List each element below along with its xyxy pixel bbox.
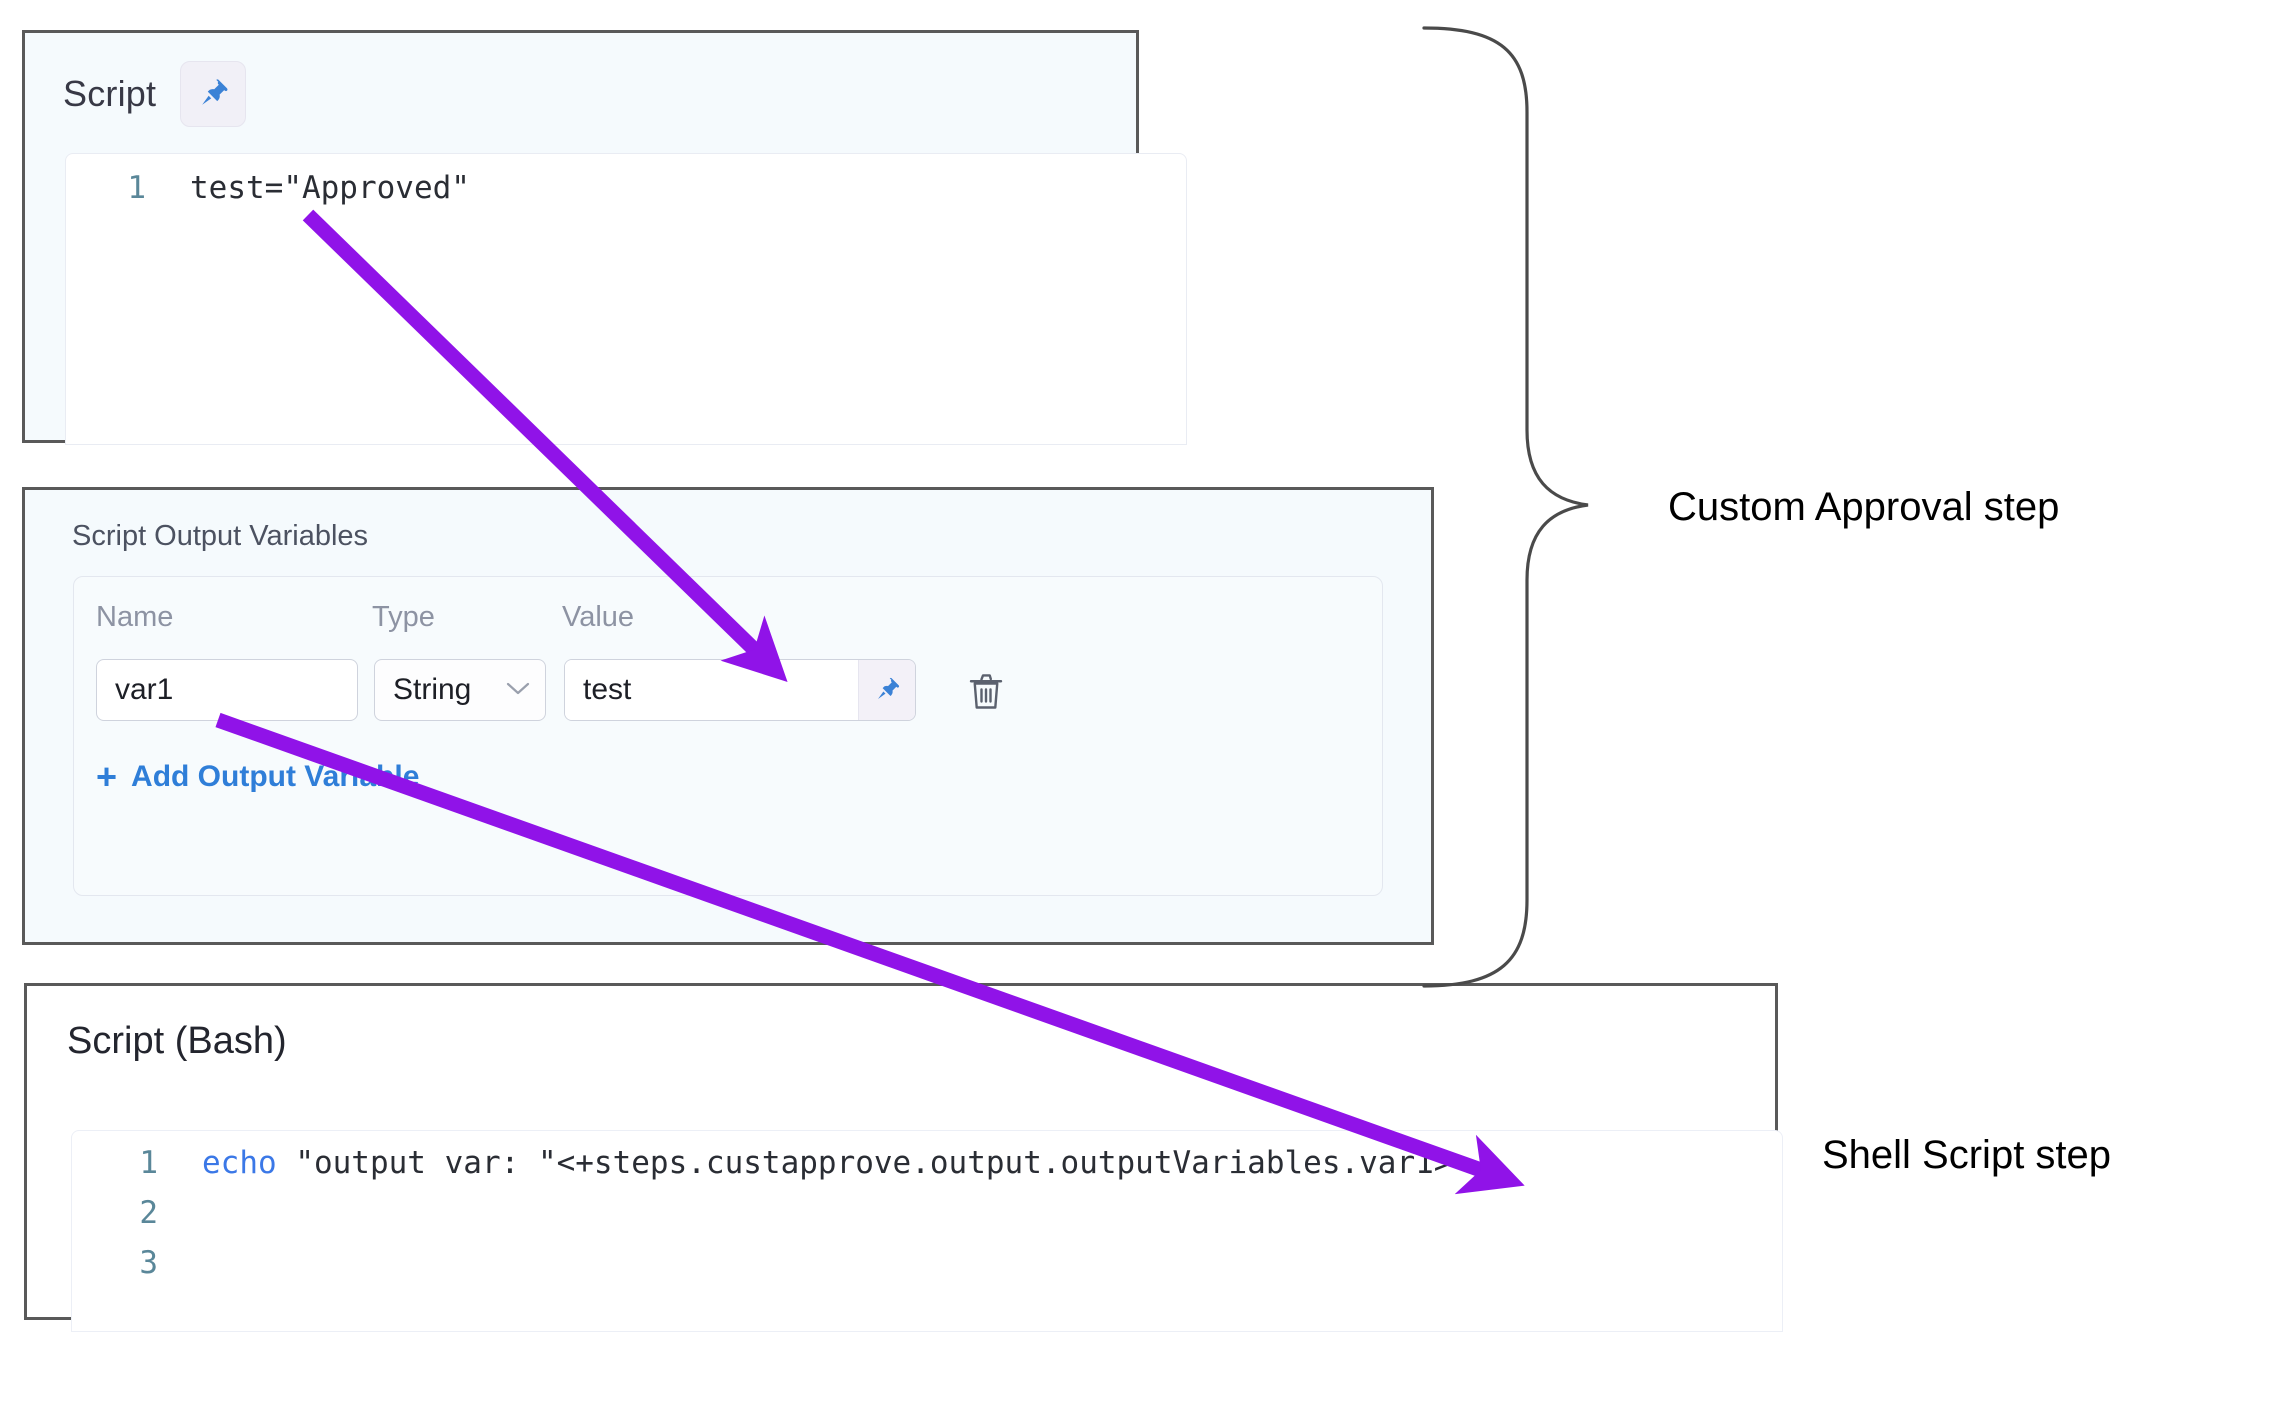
variable-type-select[interactable]: String [374,659,546,721]
trash-icon[interactable] [958,663,1014,719]
variable-name-input[interactable]: var1 [96,659,358,721]
plus-icon: + [96,756,118,797]
column-header-type: Type [372,601,435,633]
script-code-editor[interactable]: 1 test="Approved" [65,153,1187,445]
script-panel-label: Script [63,73,157,114]
script-panel: Script 1 test="Approved" [22,30,1187,445]
code-line: 3 [72,1245,1782,1281]
code-line: 1 echo "output var: "<+steps.custapprove… [72,1145,1782,1181]
column-header-value: Value [562,601,635,633]
code-keyword: echo [202,1145,277,1181]
script-panel-header: Script [63,61,247,127]
pin-icon[interactable] [858,660,915,720]
code-line: 2 [72,1195,1782,1231]
line-number: 2 [139,1195,158,1231]
add-output-variable-button[interactable]: + Add Output Variable [96,759,419,795]
code-line: 1 test="Approved" [66,170,1186,206]
line-number: 1 [127,170,146,206]
annotation-custom-approval-step: Custom Approval step [1668,485,2060,529]
variable-value-input[interactable]: test [565,660,858,720]
code-rest: "output var: "<+steps.custapprove.output… [276,1145,1453,1181]
code-text: test="Approved" [190,170,470,206]
code-text: echo "output var: "<+steps.custapprove.o… [202,1145,1452,1181]
pin-icon[interactable] [180,61,247,127]
script-output-variables-title: Script Output Variables [72,520,369,552]
column-header-name: Name [96,601,174,633]
variable-value-field-group: test [564,659,916,721]
chevron-down-icon [505,679,531,701]
annotation-shell-script-step: Shell Script step [1822,1133,2112,1177]
script-output-variables-panel: Script Output Variables Name Type Value … [22,487,1434,945]
line-number: 1 [139,1145,158,1181]
column-headers: Name Type Value [96,601,1382,641]
bash-panel-title: Script (Bash) [67,1020,287,1062]
output-variables-container: Name Type Value var1 String test [73,576,1383,896]
bash-code-editor[interactable]: 1 echo "output var: "<+steps.custapprove… [71,1130,1783,1332]
add-output-variable-label: Add Output Variable [131,760,420,793]
curly-brace [1422,26,1589,988]
bash-script-panel: Script (Bash) 1 echo "output var: "<+ste… [24,983,1783,1332]
line-number: 3 [139,1245,158,1281]
variable-type-value: String [393,673,472,706]
